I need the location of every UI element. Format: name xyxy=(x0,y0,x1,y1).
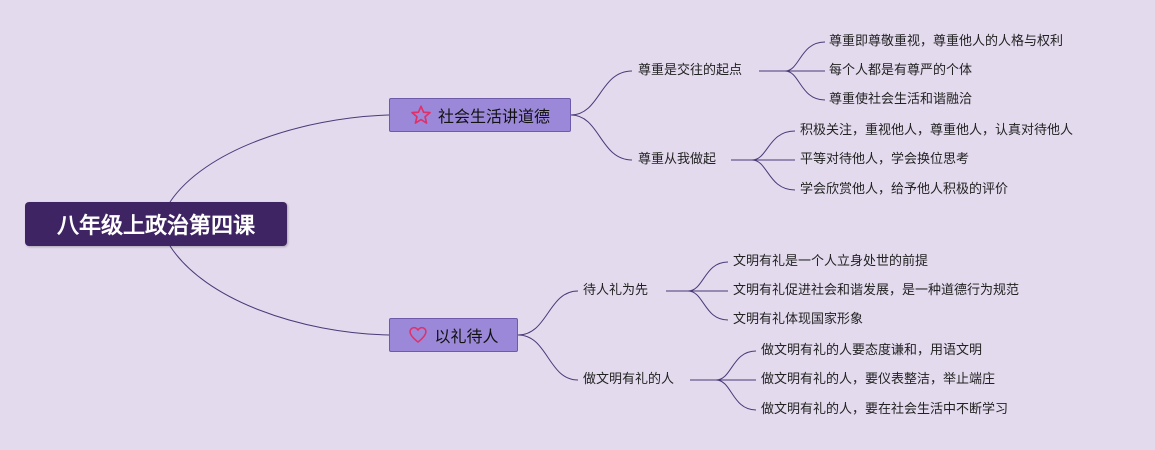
edge-branch-2-sub-1 xyxy=(517,290,579,336)
leaf-label: 学会欣赏他人，给予他人积极的评价 xyxy=(800,182,1009,197)
leaf-topic[interactable]: 平等对待他人，学会换位思考 xyxy=(800,152,969,168)
leaf-topic[interactable]: 文明有礼促进社会和谐发展，是一种道德行为规范 xyxy=(733,283,1019,299)
leaf-topic[interactable]: 做文明有礼的人，要在社会生活中不断学习 xyxy=(761,402,1008,418)
edge-root-branch-1 xyxy=(169,114,390,203)
root-topic[interactable]: 八年级上政治第四课 xyxy=(25,202,287,246)
subtopic-label: 待人礼为先 xyxy=(583,283,649,298)
leaf-topic[interactable]: 尊重使社会生活和谐融洽 xyxy=(829,92,972,108)
edge-sub-2-1-leaf-3 xyxy=(687,290,729,321)
subtopic-label: 尊重从我做起 xyxy=(638,152,717,167)
leaf-topic[interactable]: 文明有礼是一个人立身处世的前提 xyxy=(733,254,928,270)
edge-sub-1-2-leaf-1 xyxy=(751,130,796,161)
leaf-topic[interactable]: 每个人都是有尊严的个体 xyxy=(829,63,972,79)
leaf-label: 做文明有礼的人，要在社会生活中不断学习 xyxy=(761,402,1009,417)
subtopic-label: 做文明有礼的人 xyxy=(583,372,675,387)
leaf-label: 尊重使社会生活和谐融洽 xyxy=(829,92,973,107)
leaf-topic[interactable]: 积极关注，重视他人，尊重他人，认真对待他人 xyxy=(800,123,1073,139)
leaf-topic[interactable]: 学会欣赏他人，给予他人积极的评价 xyxy=(800,182,1008,198)
leaf-label: 做文明有礼的人，要仪表整洁，举止端庄 xyxy=(761,372,996,387)
edge-sub-2-1-leaf-1 xyxy=(687,261,729,292)
leaf-label: 尊重即尊敬重视，尊重他人的人格与权利 xyxy=(829,34,1064,49)
leaf-topic[interactable]: 文明有礼体现国家形象 xyxy=(733,312,863,328)
edge-branch-2-sub-2 xyxy=(517,334,579,381)
leaf-label: 文明有礼是一个人立身处世的前提 xyxy=(733,254,929,269)
edge-sub-1-2-leaf-3 xyxy=(751,159,796,191)
edge-sub-2-2-leaf-1 xyxy=(715,350,757,381)
edge-root-branch-2 xyxy=(169,245,390,336)
leaf-topic[interactable]: 做文明有礼的人，要仪表整洁，举止端庄 xyxy=(761,372,995,388)
leaf-label: 积极关注，重视他人，尊重他人，认真对待他人 xyxy=(800,123,1074,138)
branch-topic-courtesy[interactable]: 以礼待人 xyxy=(389,318,518,352)
edge-branch-1-sub-1 xyxy=(570,70,633,116)
leaf-label: 平等对待他人，学会换位思考 xyxy=(800,152,970,167)
root-topic-label: 八年级上政治第四课 xyxy=(56,214,255,239)
branch-topic-label: 以礼待人 xyxy=(434,327,499,346)
subtopic-courtesy-first[interactable]: 待人礼为先 xyxy=(583,283,648,299)
branch-topic-label: 社会生活讲道德 xyxy=(437,107,550,126)
leaf-label: 文明有礼促进社会和谐发展，是一种道德行为规范 xyxy=(733,283,1020,298)
edge-branch-1-sub-2 xyxy=(570,114,633,161)
leaf-label: 每个人都是有尊严的个体 xyxy=(829,63,973,78)
leaf-label: 做文明有礼的人要态度谦和，用语文明 xyxy=(761,343,983,358)
leaf-label: 文明有礼体现国家形象 xyxy=(733,312,864,327)
subtopic-be-civil-person[interactable]: 做文明有礼的人 xyxy=(583,372,674,388)
subtopic-label: 尊重是交往的起点 xyxy=(638,63,743,78)
edge-sub-1-1-leaf-1 xyxy=(784,41,826,72)
leaf-topic[interactable]: 做文明有礼的人要态度谦和，用语文明 xyxy=(761,343,982,359)
star-icon xyxy=(410,104,432,126)
edge-sub-1-1-leaf-3 xyxy=(784,70,826,101)
branch-topic-social-morality[interactable]: 社会生活讲道德 xyxy=(389,98,571,132)
subtopic-respect-from-me[interactable]: 尊重从我做起 xyxy=(638,152,716,168)
edge-sub-2-2-leaf-3 xyxy=(715,379,757,411)
heart-icon xyxy=(408,325,428,345)
leaf-topic[interactable]: 尊重即尊敬重视，尊重他人的人格与权利 xyxy=(829,34,1063,50)
subtopic-respect-starting-point[interactable]: 尊重是交往的起点 xyxy=(638,63,742,79)
